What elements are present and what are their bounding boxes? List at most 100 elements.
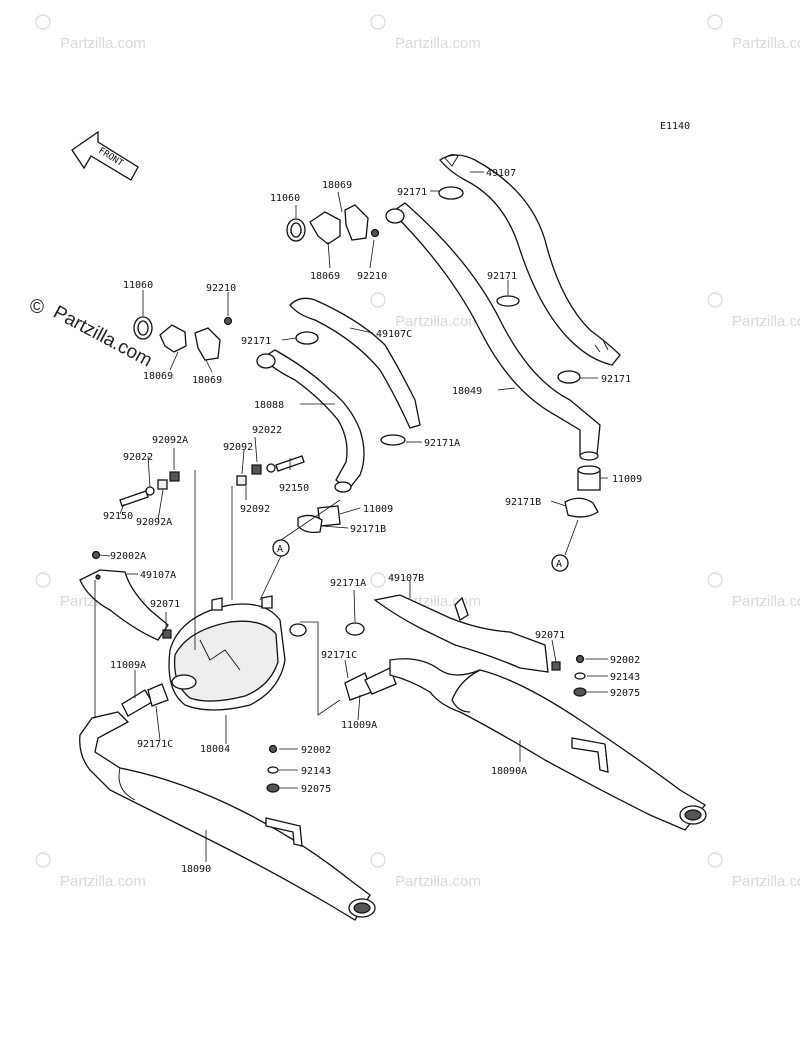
watermark: Partzilla.com <box>707 14 800 52</box>
ref-marker-a-upper: A <box>272 539 290 557</box>
svg-text:Partzilla.com: Partzilla.com <box>395 313 481 330</box>
label-92071-left: 92071 <box>150 599 180 610</box>
nut-92210-top <box>370 228 380 238</box>
grommet-92075-right <box>573 687 587 697</box>
label-92092-b: 92092 <box>240 504 270 515</box>
pipe-18088 <box>256 349 365 493</box>
label-11009-right: 11009 <box>612 474 642 485</box>
label-92092: 92092 <box>223 442 253 453</box>
label-92171b-right: 92171B <box>505 497 541 508</box>
label-11060-top: 11060 <box>270 193 300 204</box>
diagram-code: E1140 <box>660 121 690 132</box>
label-92171-right: 92171 <box>487 271 517 282</box>
clamp-92171b-mid <box>297 514 323 534</box>
clamp-92171-mid <box>295 331 319 345</box>
flange-18069-left <box>159 324 221 361</box>
pipe-18049 <box>385 202 601 461</box>
label-92171b-mid: 92171B <box>350 524 386 535</box>
leader-lines <box>94 171 608 862</box>
watermark: Partzilla.com <box>707 292 800 330</box>
front-arrow-icon: FRONT <box>71 130 139 181</box>
label-92171c-right: 92171C <box>321 650 357 661</box>
label-92071-right: 92071 <box>535 630 565 641</box>
clamp-92171-right <box>496 295 520 307</box>
grommet-92075-mid <box>266 783 280 793</box>
label-92171a-mid: 92171A <box>330 578 366 589</box>
svg-text:Partzilla.com: Partzilla.com <box>732 313 800 330</box>
watermark: Partzilla.com <box>370 292 481 330</box>
label-92210-top: 92210 <box>357 271 387 282</box>
hardware-left <box>119 471 180 507</box>
svg-text:Partzilla.com: Partzilla.com <box>732 35 800 52</box>
label-49107: 49107 <box>486 168 516 179</box>
label-11009a-right: 11009A <box>341 720 377 731</box>
heat-guard-49107c <box>289 297 421 429</box>
washer-92143-right <box>574 672 586 680</box>
bolt-92002a <box>91 550 101 560</box>
muffler-18090 <box>79 711 376 921</box>
clamp-92171-top <box>438 186 464 200</box>
svg-text:A: A <box>556 559 562 570</box>
clamp-92171a-mid <box>345 622 365 636</box>
label-92171-mid: 92171 <box>241 336 271 347</box>
label-18069-left1: 18069 <box>143 371 173 382</box>
label-92002a: 92002A <box>110 551 146 562</box>
watermark: Partzilla.com <box>370 14 481 52</box>
washer-92143-mid <box>267 766 279 774</box>
label-18004: 18004 <box>200 744 230 755</box>
flange-18069-top <box>309 204 369 245</box>
label-49107c: 49107C <box>376 329 412 340</box>
watermark: Partzilla.com <box>707 572 800 610</box>
clamp-92171c-left <box>147 683 169 707</box>
label-18090a: 18090A <box>491 766 527 777</box>
gasket-11060-left-inner <box>137 320 149 336</box>
watermark: Partzilla.com <box>370 852 481 890</box>
label-49107b: 49107B <box>388 573 424 584</box>
svg-text:©: © <box>30 297 44 318</box>
label-11060-left: 11060 <box>123 280 153 291</box>
label-92171a-top: 92171A <box>424 438 460 449</box>
label-18069-top: 18069 <box>322 180 352 191</box>
label-92022-right: 92022 <box>252 425 282 436</box>
heat-guard-49107a <box>79 569 172 641</box>
svg-text:Partzilla.com: Partzilla.com <box>395 873 481 890</box>
sleeve-11009-right-top <box>577 465 601 475</box>
label-49107a: 49107A <box>140 570 176 581</box>
sleeve-11009a-right <box>364 667 397 695</box>
label-92150-right: 92150 <box>279 483 309 494</box>
label-92210-left: 92210 <box>206 283 236 294</box>
label-92171-far: 92171 <box>601 374 631 385</box>
label-92022-left: 92022 <box>123 452 153 463</box>
label-92075-right: 92075 <box>610 688 640 699</box>
bolt-92002-mid <box>268 744 278 754</box>
clamp-92171-far <box>557 370 581 384</box>
hardware-mid <box>236 455 305 486</box>
label-92150-left: 92150 <box>103 511 133 522</box>
label-11009a-left: 11009A <box>110 660 146 671</box>
label-92002-mid: 92002 <box>301 745 331 756</box>
svg-text:Partzilla.com: Partzilla.com <box>60 35 146 52</box>
clamp-92171a-top <box>380 434 406 446</box>
nut-92210-left <box>223 316 233 326</box>
muffler-18090a <box>389 658 707 831</box>
label-92171-top: 92171 <box>397 187 427 198</box>
svg-text:Partzilla.com: Partzilla.com <box>60 873 146 890</box>
label-92143-mid: 92143 <box>301 766 331 777</box>
label-92075-mid: 92075 <box>301 784 331 795</box>
label-18069-top2: 18069 <box>310 271 340 282</box>
label-92092a-top: 92092A <box>152 435 188 446</box>
label-92143-right: 92143 <box>610 672 640 683</box>
watermark: Partzilla.com <box>35 14 146 52</box>
svg-text:Partzilla.com: Partzilla.com <box>732 873 800 890</box>
heat-guard-49107b <box>373 594 561 673</box>
svg-text:A: A <box>277 544 283 555</box>
label-18049: 18049 <box>452 386 482 397</box>
label-92092a-b: 92092A <box>136 517 172 528</box>
svg-text:Partzilla.com: Partzilla.com <box>395 35 481 52</box>
label-18090: 18090 <box>181 864 211 875</box>
watermark: Partzilla.com <box>707 852 800 890</box>
gasket-11060-top-inner <box>290 222 302 238</box>
watermark: Partzilla.com <box>35 852 146 890</box>
part-labels: 49107 92171 18069 11060 18069 92210 1106… <box>103 168 642 875</box>
